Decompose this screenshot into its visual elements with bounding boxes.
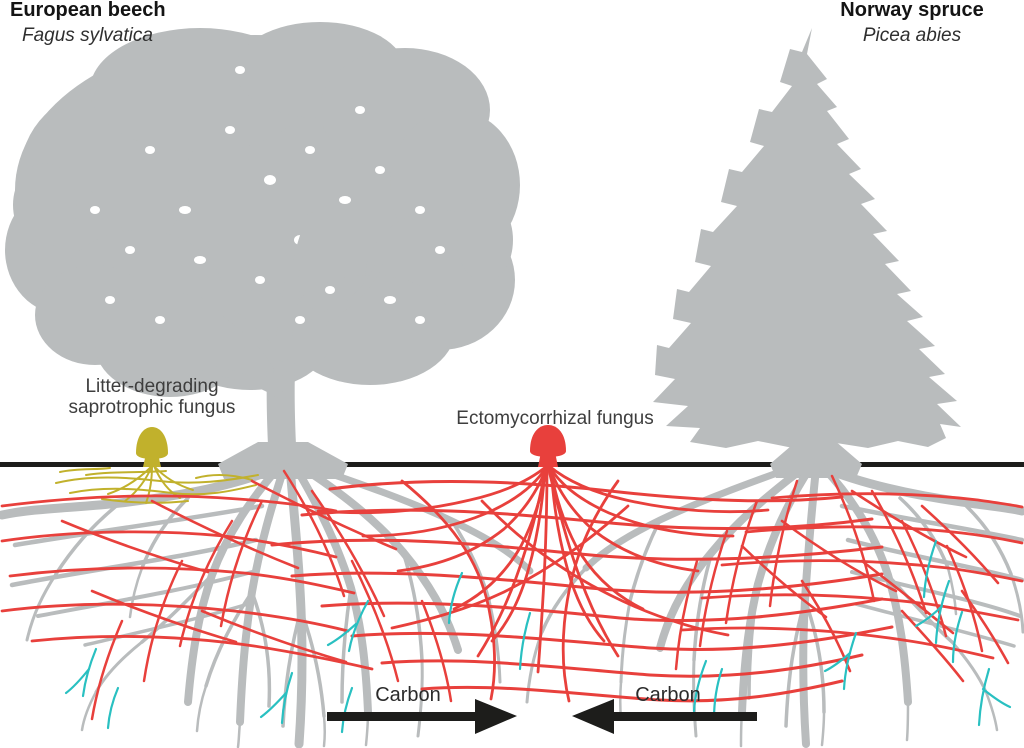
saprotrophic-label-line1: Litter-degrading bbox=[85, 376, 219, 397]
spruce-tree-silhouette bbox=[653, 28, 961, 478]
ectomycorrhizal-fungus-label: Ectomycorrhizal fungus bbox=[456, 408, 654, 429]
carbon-label-left: Carbon bbox=[375, 684, 441, 706]
beech-canopy bbox=[5, 22, 520, 397]
ectomycorrhizal-mushroom bbox=[530, 425, 566, 467]
soil-surface-line bbox=[0, 462, 1024, 467]
saprotrophic-hyphae bbox=[55, 465, 259, 504]
saprotrophic-label-line2: saprotrophic fungus bbox=[68, 397, 236, 418]
beech-latin-name: Fagus sylvatica bbox=[22, 25, 153, 46]
carbon-arrow-left bbox=[327, 699, 517, 734]
saprotrophic-fungus bbox=[55, 427, 259, 504]
carbon-arrow-right bbox=[572, 699, 757, 734]
cyan-root-tips bbox=[64, 539, 1012, 734]
carbon-label-right: Carbon bbox=[635, 684, 701, 706]
ectomycorrhizal-network bbox=[0, 425, 1024, 721]
spruce-common-name: Norway spruce bbox=[840, 0, 984, 21]
spruce-crown bbox=[653, 28, 961, 449]
spruce-latin-name: Picea abies bbox=[862, 25, 962, 46]
saprotrophic-fungus-label: Litter-degrading saprotrophic fungus bbox=[32, 376, 272, 418]
beech-tree-silhouette bbox=[5, 22, 520, 479]
saprotrophic-mushroom bbox=[136, 427, 168, 467]
beech-common-name: European beech bbox=[10, 0, 166, 21]
